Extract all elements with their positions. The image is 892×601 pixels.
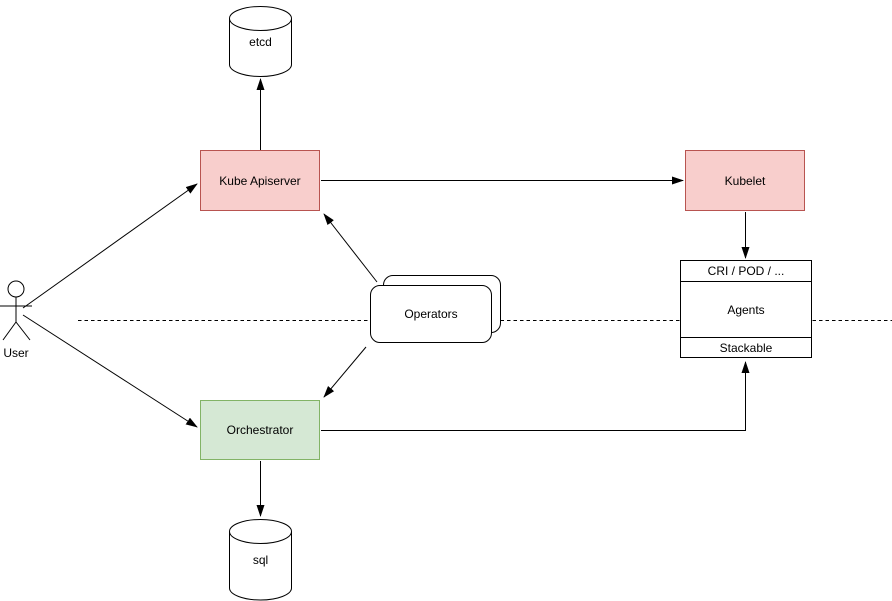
node-kubelet[interactable]: Kubelet	[685, 150, 805, 211]
node-operators[interactable]: Operators	[370, 285, 492, 343]
user-head	[7, 280, 25, 298]
user-label: User	[3, 346, 28, 360]
edge-operators-to-orchestrator[interactable]	[323, 346, 367, 398]
etcd-database-cylinder[interactable]: etcd	[229, 6, 292, 77]
edge-user-to-orchestrator[interactable]	[22, 314, 198, 428]
sql-cylinder-body[interactable]	[229, 519, 292, 601]
sql-label: sql	[253, 553, 268, 567]
edge-user-to-apiserver[interactable]	[22, 183, 198, 309]
agent-stack-agents-section[interactable]: Agents	[681, 282, 811, 337]
etcd-label: etcd	[249, 35, 272, 49]
etcd-cylinder-rim	[229, 18, 292, 31]
node-agent-stack[interactable]: CRI / POD / ... Agents Stackable	[680, 260, 812, 358]
agent-stack-cri-section[interactable]: CRI / POD / ...	[681, 261, 811, 282]
orchestrator-label: Orchestrator	[226, 423, 294, 437]
kubelet-label: Kubelet	[724, 173, 766, 188]
edge-orchestrator-to-stackable[interactable]	[321, 361, 750, 431]
operators-label: Operators	[404, 307, 458, 321]
sql-database-cylinder[interactable]: sql	[229, 519, 292, 601]
node-orchestrator[interactable]: Orchestrator	[200, 400, 320, 460]
agent-stack-stackable-section[interactable]: Stackable	[681, 337, 811, 357]
agents-label: Agents	[727, 302, 765, 317]
sql-cylinder-rim	[229, 531, 292, 544]
etcd-cylinder-body[interactable]	[229, 6, 292, 77]
stackable-label: Stackable	[719, 340, 773, 355]
node-kube-apiserver[interactable]: Kube Apiserver	[200, 150, 320, 211]
edge-operators-to-apiserver[interactable]	[323, 213, 378, 283]
user-legs	[2, 321, 31, 341]
kube-apiserver-label: Kube Apiserver	[219, 173, 301, 188]
user-actor-figure[interactable]: User	[0, 280, 32, 360]
cri-pod-label: CRI / POD / ...	[707, 264, 785, 278]
